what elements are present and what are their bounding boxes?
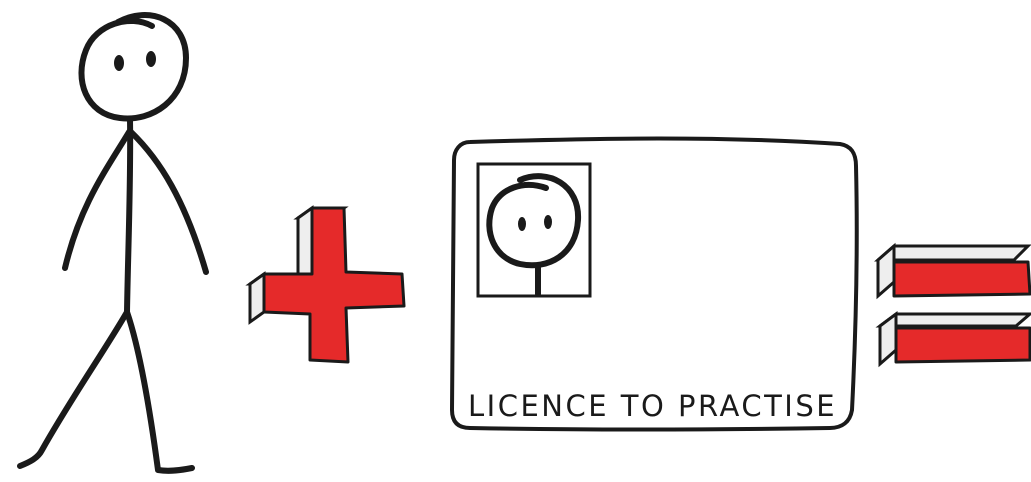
card-photo [478,164,590,296]
equals-sign-icon [878,246,1030,364]
licence-card: LICENCE TO PRACTISE [452,139,857,430]
portrait-stick-figure-icon [489,176,578,294]
plus-sign-icon [250,208,404,362]
card-caption: LICENCE TO PRACTISE [468,389,837,423]
stick-figure-icon [20,15,206,471]
